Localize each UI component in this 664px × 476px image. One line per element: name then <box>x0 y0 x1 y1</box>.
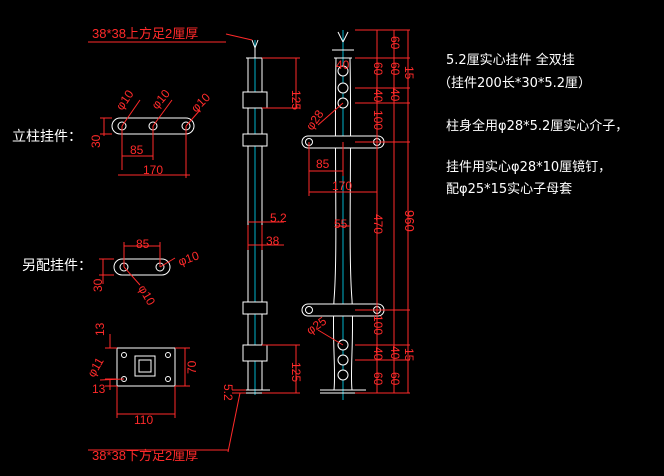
dim-170-c: 170 <box>332 179 352 193</box>
dim-phi11: φ11 <box>84 355 106 380</box>
dim-470: 470 <box>371 214 385 234</box>
dim-40-r-bottom: 40 <box>371 347 385 361</box>
post-disc <box>337 369 349 381</box>
post-disc <box>337 65 349 77</box>
base-plate <box>99 334 190 418</box>
dim-70: 70 <box>185 360 199 374</box>
dim-55: 55 <box>334 217 348 231</box>
post-side-view <box>88 33 300 453</box>
dim-170-a: 170 <box>143 163 163 177</box>
dim-100-r-bottom: 100 <box>371 315 385 335</box>
dim-85-a: 85 <box>130 143 144 157</box>
post-disc <box>337 354 349 366</box>
dim-phi10-b: φ10 <box>149 86 174 111</box>
dim-40-r-top: 40 <box>371 89 385 103</box>
dim-13-a: 13 <box>93 322 107 336</box>
dim-60-outer-top: 60 <box>388 36 402 50</box>
dim-30-a: 30 <box>89 134 103 148</box>
note-line-1: 5.2厘实心挂件 全双挂 <box>446 52 575 68</box>
side-fitting <box>242 301 268 315</box>
dim-phi28: φ28 <box>303 107 327 133</box>
side-fitting-bottom <box>242 344 268 362</box>
dim-phi10-a: φ10 <box>113 87 137 113</box>
dim-40-top: 40 <box>336 58 350 72</box>
dim-38: 38 <box>266 234 280 248</box>
side-fitting-top <box>242 91 268 109</box>
extra-fitting-label: 另配挂件： <box>22 258 92 274</box>
dim-60-r-top: 60 <box>371 62 385 76</box>
plate-center-square <box>134 355 156 377</box>
dim-125-bottom: 125 <box>289 362 303 382</box>
dim-13-b: 13 <box>92 382 106 396</box>
dim-5-2-v: 5.2 <box>221 384 235 401</box>
note-line-3: 柱身全用φ28*5.2厘实心介子， <box>446 118 628 134</box>
top-foot-label: 38*38上方足2厘厚 <box>92 26 198 41</box>
bracket-outline <box>113 258 171 276</box>
plate-inner-square <box>138 359 152 373</box>
dim-phi10-d: φ10 <box>176 248 201 268</box>
post-disc <box>337 82 349 94</box>
dim-85-c: 85 <box>316 157 330 171</box>
plate-hole <box>165 376 171 382</box>
dim-30-b: 30 <box>91 278 105 292</box>
plate-hole <box>165 352 171 358</box>
dim-60-outer-bottom: 60 <box>388 372 402 386</box>
dim-60-outer-2: 60 <box>388 62 402 76</box>
dim-85-b: 85 <box>136 237 150 251</box>
post-fitting-bracket <box>100 99 201 178</box>
dim-5-2-h: 5.2 <box>270 211 287 225</box>
note-line-5: 配φ25*15实心子母套 <box>446 181 572 197</box>
extra-fitting-bracket <box>99 242 176 286</box>
dim-40-outer-top: 40 <box>388 88 402 102</box>
dim-110: 110 <box>134 413 153 427</box>
plate-outline <box>116 347 176 387</box>
dim-40-outer-bottom: 40 <box>388 346 402 360</box>
post-front-view <box>301 29 410 400</box>
dim-phi10-c: φ10 <box>188 90 213 115</box>
post-fitting-label: 立柱挂件： <box>12 129 82 145</box>
note-line-2: （挂件200长*30*5.2厘） <box>438 76 591 91</box>
side-fitting <box>242 133 268 147</box>
dim-100-r-top: 100 <box>371 110 385 130</box>
dim-15-top: 15 <box>402 66 416 80</box>
plate-hole <box>121 352 127 358</box>
note-line-4: 挂件用实心φ28*10厘镜钉， <box>446 160 611 175</box>
dim-15-bottom: 15 <box>402 348 416 362</box>
dim-125-top: 125 <box>289 90 303 110</box>
dim-60-r-bottom: 60 <box>371 372 385 386</box>
dim-phi10-e: φ10 <box>135 283 158 309</box>
bottom-foot-label: 38*38下方足2厘厚 <box>92 448 198 463</box>
dim-960: 960 <box>402 210 417 232</box>
